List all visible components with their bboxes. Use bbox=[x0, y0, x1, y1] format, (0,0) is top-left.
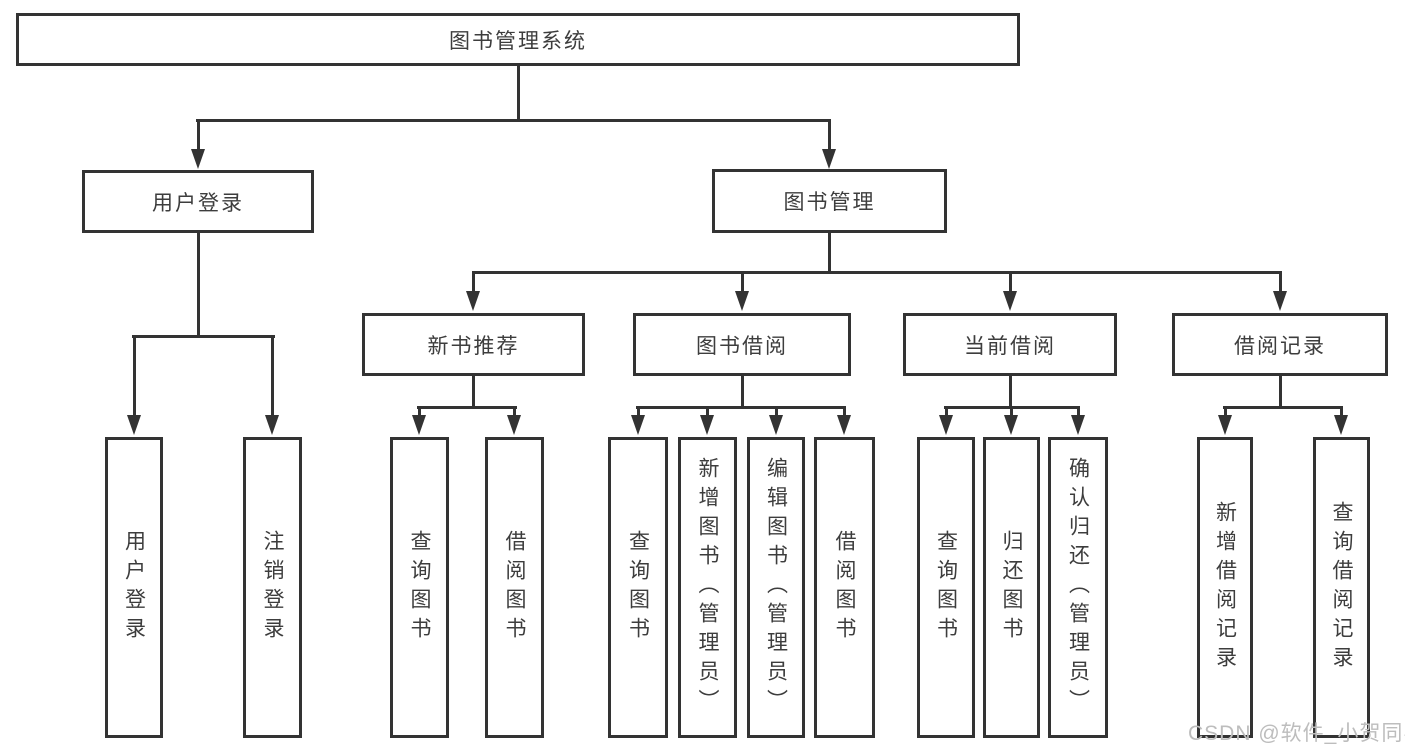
arrowhead-down-icon bbox=[466, 291, 480, 311]
connector-vline bbox=[196, 119, 200, 151]
connector-vline bbox=[1008, 271, 1012, 295]
node-label: 图书借阅 bbox=[696, 334, 788, 358]
leaf-label: 新增借阅记录 bbox=[1213, 500, 1237, 675]
connector-vline bbox=[270, 335, 274, 419]
connector-vline bbox=[827, 119, 831, 151]
arrowhead-down-icon bbox=[127, 415, 141, 435]
connector-vline bbox=[471, 271, 475, 295]
node-book-borrow: 图书借阅 bbox=[633, 313, 851, 376]
arrowhead-down-icon bbox=[939, 415, 953, 435]
node-label: 图书管理系统 bbox=[449, 29, 587, 53]
leaf-label: 借阅图书 bbox=[833, 529, 856, 646]
connector-hline bbox=[1223, 406, 1343, 409]
leaf-label: 借阅图书 bbox=[503, 529, 526, 646]
arrowhead-down-icon bbox=[735, 291, 749, 311]
connector-vline bbox=[944, 406, 948, 418]
leaf-label: 编辑图书（管理员） bbox=[764, 457, 788, 718]
connector-hline bbox=[472, 271, 1282, 274]
arrowhead-down-icon bbox=[822, 149, 836, 169]
connector-hline bbox=[132, 335, 275, 338]
leaf-label: 查询图书 bbox=[934, 529, 958, 646]
leaf-label: 用户登录 bbox=[122, 529, 146, 646]
leaf-label: 确认归还（管理员） bbox=[1066, 457, 1090, 718]
arrowhead-down-icon bbox=[1004, 415, 1018, 435]
connector-vline bbox=[1076, 406, 1080, 418]
node-label: 借阅记录 bbox=[1234, 334, 1326, 358]
connector-vline bbox=[1223, 406, 1227, 418]
leaf-edit-book-admin: 编辑图书（管理员） bbox=[747, 437, 805, 738]
connector-vline bbox=[417, 406, 421, 418]
leaf-query-borrow-record: 查询借阅记录 bbox=[1313, 437, 1370, 738]
node-label: 用户登录 bbox=[152, 191, 244, 215]
leaf-label: 查询图书 bbox=[408, 529, 431, 646]
leaf-query-book-newbook: 查询图书 bbox=[390, 437, 449, 738]
connector-vline bbox=[1278, 374, 1282, 408]
arrowhead-down-icon bbox=[631, 415, 645, 435]
leaf-label: 注销登录 bbox=[261, 529, 284, 646]
leaf-add-book-admin: 新增图书（管理员） bbox=[678, 437, 737, 738]
connector-vline bbox=[1009, 406, 1013, 418]
connector-vline bbox=[740, 374, 744, 408]
arrowhead-down-icon bbox=[191, 149, 205, 169]
connector-vline bbox=[196, 231, 200, 337]
node-borrow-record: 借阅记录 bbox=[1172, 313, 1388, 376]
leaf-borrow-book-newbook: 借阅图书 bbox=[485, 437, 544, 738]
leaf-label: 查询借阅记录 bbox=[1330, 500, 1353, 675]
arrowhead-down-icon bbox=[769, 415, 783, 435]
leaf-return-book: 归还图书 bbox=[983, 437, 1040, 738]
connector-vline bbox=[1339, 406, 1343, 418]
arrowhead-down-icon bbox=[1273, 291, 1287, 311]
node-label: 新书推荐 bbox=[427, 334, 520, 358]
arrowhead-down-icon bbox=[412, 415, 426, 435]
leaf-borrow-book: 借阅图书 bbox=[814, 437, 875, 738]
arrowhead-down-icon bbox=[507, 415, 521, 435]
leaf-query-book-current: 查询图书 bbox=[917, 437, 975, 738]
connector-vline bbox=[774, 406, 778, 418]
connector-vline bbox=[132, 335, 136, 419]
connector-vline bbox=[516, 64, 520, 121]
connector-vline bbox=[740, 271, 744, 295]
connector-vline bbox=[471, 374, 475, 408]
leaf-add-borrow-record: 新增借阅记录 bbox=[1197, 437, 1253, 738]
connector-vline bbox=[512, 406, 516, 418]
arrowhead-down-icon bbox=[265, 415, 279, 435]
node-current-borrow: 当前借阅 bbox=[903, 313, 1117, 376]
node-label: 图书管理 bbox=[783, 191, 876, 214]
connector-vline bbox=[705, 406, 709, 418]
arrowhead-down-icon bbox=[837, 415, 851, 435]
connector-vline bbox=[1008, 374, 1012, 408]
leaf-confirm-return-admin: 确认归还（管理员） bbox=[1048, 437, 1108, 738]
leaf-label: 查询图书 bbox=[626, 529, 650, 646]
arrowhead-down-icon bbox=[1003, 291, 1017, 311]
connector-vline bbox=[636, 406, 640, 418]
node-user-login: 用户登录 bbox=[82, 170, 314, 233]
connector-vline bbox=[827, 231, 831, 273]
connector-hline bbox=[417, 406, 517, 409]
node-new-book-recommend: 新书推荐 bbox=[362, 313, 585, 376]
leaf-label: 归还图书 bbox=[1000, 529, 1023, 646]
arrowhead-down-icon bbox=[700, 415, 714, 435]
node-library-management-system: 图书管理系统 bbox=[16, 13, 1020, 66]
leaf-user-login: 用户登录 bbox=[105, 437, 163, 738]
csdn-watermark: CSDN @软件_小贺同学 bbox=[1188, 722, 1405, 745]
leaf-logout-login: 注销登录 bbox=[243, 437, 302, 738]
connector-hline bbox=[944, 406, 1080, 409]
connector-hline bbox=[636, 406, 846, 409]
node-label: 当前借阅 bbox=[964, 334, 1056, 358]
connector-vline bbox=[1278, 271, 1282, 295]
leaf-label: 新增图书（管理员） bbox=[696, 457, 719, 718]
leaf-query-book-borrow: 查询图书 bbox=[608, 437, 668, 738]
connector-hline bbox=[196, 119, 831, 122]
node-book-management: 图书管理 bbox=[712, 169, 947, 233]
arrowhead-down-icon bbox=[1218, 415, 1232, 435]
connector-vline bbox=[842, 406, 846, 418]
arrowhead-down-icon bbox=[1334, 415, 1348, 435]
arrowhead-down-icon bbox=[1071, 415, 1085, 435]
